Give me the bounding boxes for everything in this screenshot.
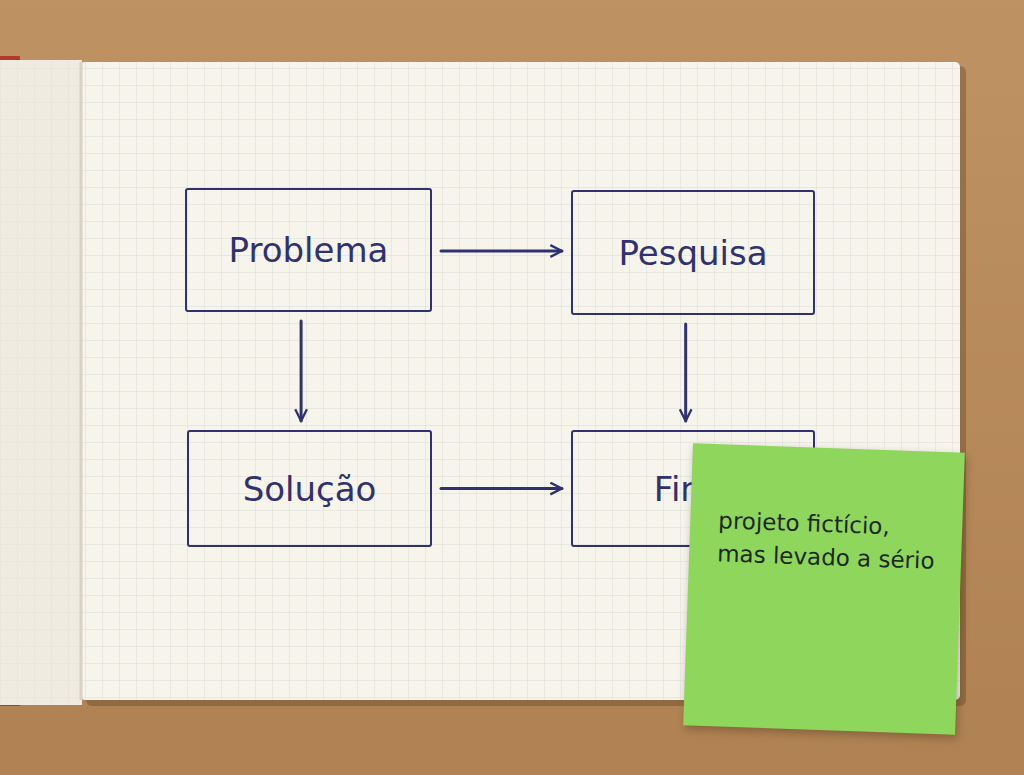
process-box: Problema: [185, 188, 432, 312]
box-label: Solução: [243, 469, 377, 509]
process-box: Solução: [187, 430, 432, 547]
page-fold: [80, 62, 83, 700]
flow-arrow: [441, 487, 562, 490]
note-text: projeto fictício, mas levado a sério: [717, 504, 944, 578]
box-label: Pesquisa: [618, 233, 767, 273]
sticky-note: projeto fictício, mas levado a sério: [683, 443, 965, 734]
process-box: Pesquisa: [571, 190, 815, 315]
box-label: Problema: [229, 230, 389, 270]
flow-arrow: [300, 321, 303, 421]
flow-arrow: [441, 250, 562, 253]
left-page: [0, 60, 82, 705]
flow-arrow: [684, 324, 687, 421]
left-page-grid: [0, 60, 82, 705]
